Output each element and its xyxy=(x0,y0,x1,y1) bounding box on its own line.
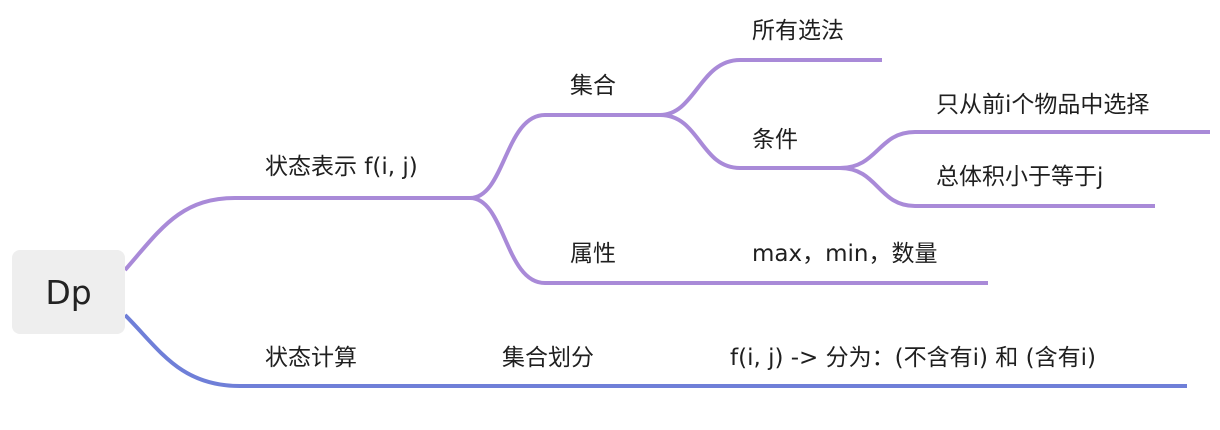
node-state-repr[interactable]: 状态表示 f(i, j) xyxy=(265,154,418,180)
root-node[interactable]: Dp xyxy=(12,250,125,334)
node-state-compute[interactable]: 状态计算 xyxy=(265,345,357,371)
node-attribute[interactable]: 属性 xyxy=(570,241,616,267)
node-cond-volume[interactable]: 总体积小于等于j xyxy=(936,164,1104,190)
node-condition[interactable]: 条件 xyxy=(752,127,798,153)
edge-condition-volume xyxy=(839,166,1155,208)
edge-condition-only-first-i xyxy=(839,130,1210,170)
node-all-choices[interactable]: 所有选法 xyxy=(752,18,844,44)
edge-set-all-choices xyxy=(659,58,882,117)
edge-set-condition xyxy=(659,113,840,170)
node-cond-only-first-i[interactable]: 只从前i个物品中选择 xyxy=(936,92,1150,118)
root-node-label: Dp xyxy=(45,272,92,312)
node-attr-values[interactable]: max，min，数量 xyxy=(752,241,938,267)
edge-dp-state-repr xyxy=(123,196,470,272)
edge-state-repr-set xyxy=(469,113,660,200)
node-partition-detail[interactable]: f(i, j) -> 分为：(不含有i) 和 (含有i) xyxy=(730,345,1096,371)
node-set[interactable]: 集合 xyxy=(570,73,616,99)
edge-state-repr-attr xyxy=(469,196,988,285)
node-set-partition[interactable]: 集合划分 xyxy=(502,345,594,371)
edge-dp-state-compute xyxy=(123,313,1187,388)
